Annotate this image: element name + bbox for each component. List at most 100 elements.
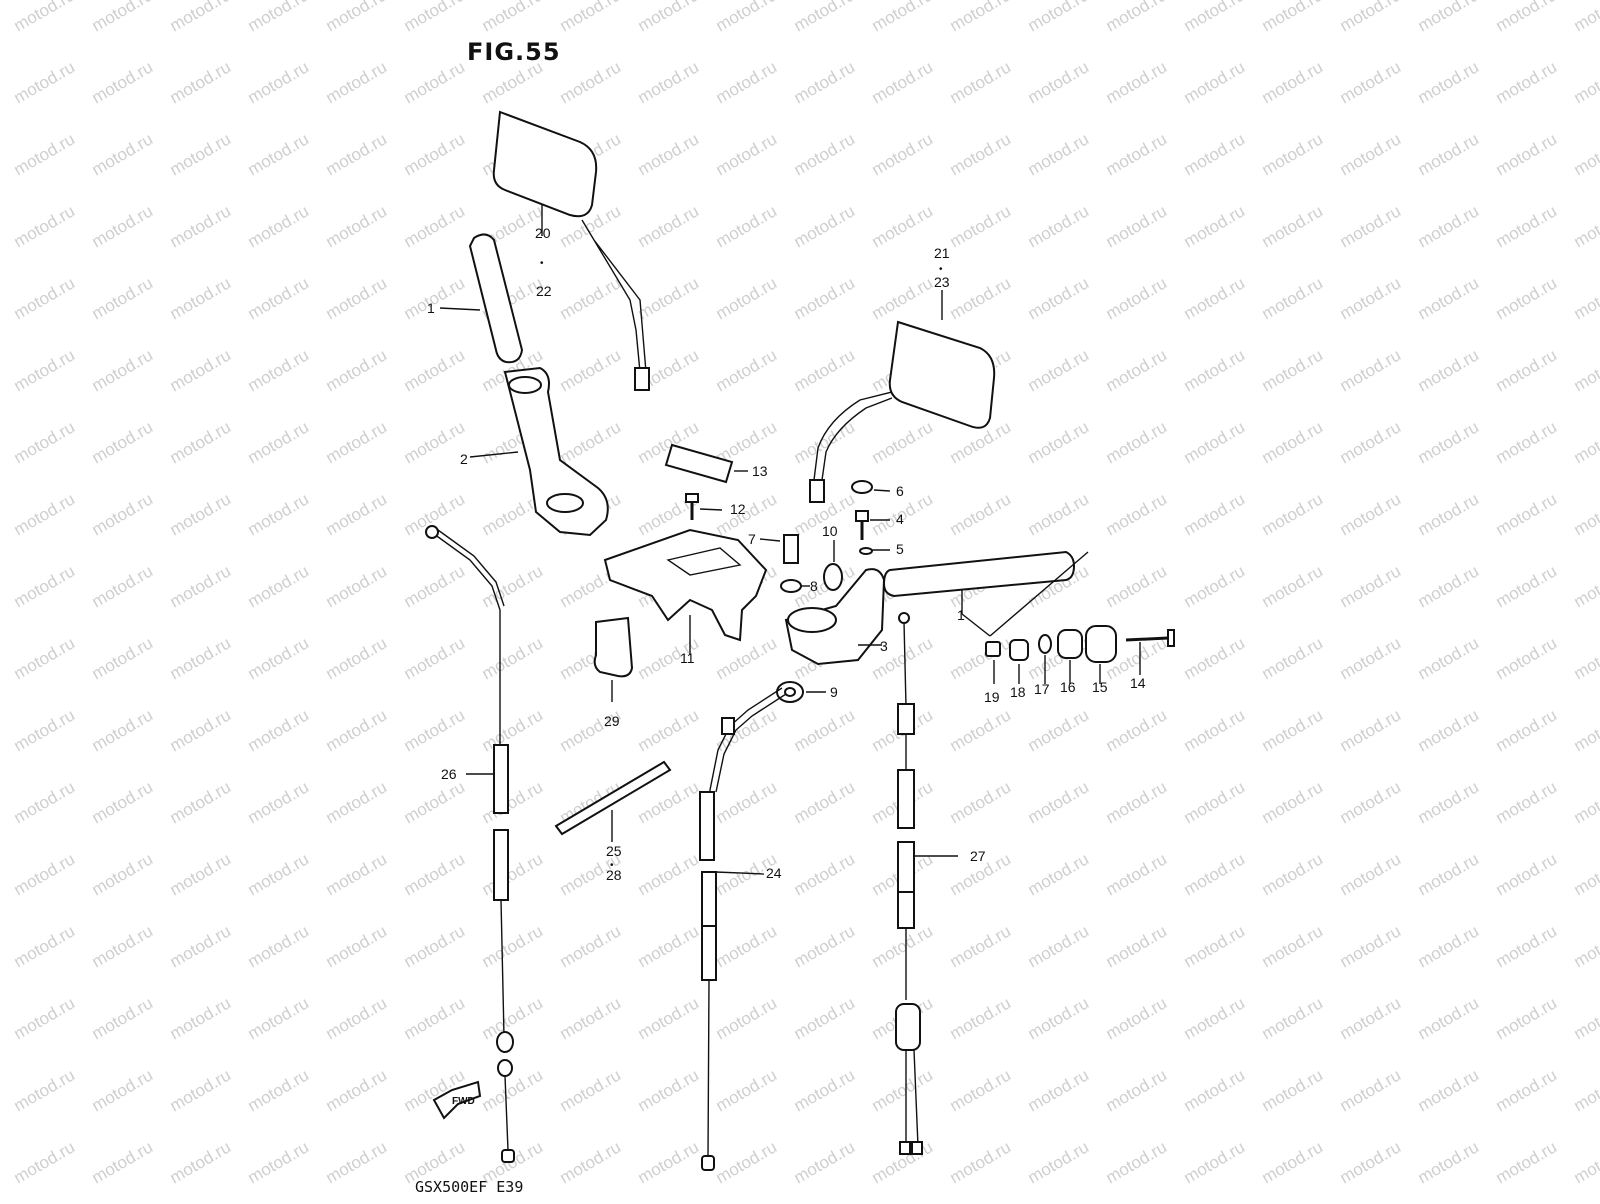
callout-6: 6 — [896, 483, 904, 499]
watermark-text: motod.ru — [89, 1065, 157, 1115]
watermark-text: motod.ru — [791, 0, 859, 35]
callout-26: 26 — [441, 766, 457, 782]
watermark-text: motod.ru — [323, 417, 391, 467]
callout-29: 29 — [604, 713, 620, 729]
watermark-text: motod.ru — [1259, 489, 1327, 539]
watermark-text: motod.ru — [1571, 777, 1600, 827]
watermark-text: motod.ru — [1259, 921, 1327, 971]
watermark-text: motod.ru — [1493, 417, 1561, 467]
watermark-text: motod.ru — [1493, 0, 1561, 35]
watermark-text: motod.ru — [89, 201, 157, 251]
watermark-text: motod.ru — [557, 993, 625, 1043]
watermark-text: motod.ru — [11, 489, 79, 539]
callout-2: 2 — [460, 451, 468, 467]
watermark-text: motod.ru — [11, 0, 79, 35]
svg-text:•: • — [610, 860, 614, 871]
watermark-text: motod.ru — [713, 1137, 781, 1187]
bolt-12 — [686, 494, 722, 520]
watermark-text: motod.ru — [11, 921, 79, 971]
watermark-text: motod.ru — [1025, 201, 1093, 251]
watermark-text: motod.ru — [479, 633, 547, 683]
watermark-text: motod.ru — [89, 57, 157, 107]
watermark-text: motod.ru — [1415, 705, 1483, 755]
right-mirror — [810, 290, 994, 502]
watermark-text: motod.ru — [1415, 273, 1483, 323]
watermark-text: motod.ru — [1025, 1065, 1093, 1115]
watermark-text: motod.ru — [1337, 705, 1405, 755]
watermark-text: motod.ru — [1259, 705, 1327, 755]
watermark-text: motod.ru — [1415, 849, 1483, 899]
watermark-text: motod.ru — [1493, 1137, 1561, 1187]
watermark-text: motod.ru — [1415, 1065, 1483, 1115]
watermark-text: motod.ru — [401, 0, 469, 35]
watermark-text: motod.ru — [1025, 921, 1093, 971]
watermark-text: motod.ru — [791, 1137, 859, 1187]
watermark-text: motod.ru — [713, 993, 781, 1043]
watermark-text: motod.ru — [1571, 417, 1600, 467]
watermark-text: motod.ru — [1337, 345, 1405, 395]
watermark-text: motod.ru — [1415, 993, 1483, 1043]
watermark-text: motod.ru — [869, 129, 937, 179]
watermark-text: motod.ru — [947, 129, 1015, 179]
watermark-text: motod.ru — [1415, 633, 1483, 683]
watermark-text: motod.ru — [1103, 129, 1171, 179]
watermark-text: motod.ru — [1259, 849, 1327, 899]
watermark-text: motod.ru — [1493, 993, 1561, 1043]
watermark-text: motod.ru — [1337, 777, 1405, 827]
watermark-text: motod.ru — [1415, 57, 1483, 107]
watermark-text: motod.ru — [401, 849, 469, 899]
watermark-text: motod.ru — [401, 201, 469, 251]
watermark-text: motod.ru — [89, 705, 157, 755]
watermark-text: motod.ru — [635, 993, 703, 1043]
watermark-text: motod.ru — [11, 633, 79, 683]
watermark-text: motod.ru — [635, 129, 703, 179]
cable-26 — [426, 526, 514, 1162]
watermark-text: motod.ru — [791, 777, 859, 827]
watermark-text: motod.ru — [167, 273, 235, 323]
watermark-text: motod.ru — [557, 57, 625, 107]
watermark-text: motod.ru — [245, 921, 313, 971]
watermark-text: motod.ru — [1103, 993, 1171, 1043]
watermark-text: motod.ru — [791, 993, 859, 1043]
callout-4: 4 — [896, 511, 904, 527]
watermark-text: motod.ru — [1259, 201, 1327, 251]
watermark-text: motod.ru — [947, 201, 1015, 251]
watermark-text: motod.ru — [713, 201, 781, 251]
watermark-text: motod.ru — [479, 0, 547, 35]
watermark-text: motod.ru — [869, 57, 937, 107]
watermark-text: motod.ru — [323, 705, 391, 755]
watermark-text: motod.ru — [1181, 1137, 1249, 1187]
watermark-text: motod.ru — [1415, 1137, 1483, 1187]
callout-22: 22 — [536, 283, 552, 299]
watermark-text: motod.ru — [479, 921, 547, 971]
watermark-text: motod.ru — [401, 57, 469, 107]
watermark-text: motod.ru — [323, 0, 391, 35]
watermark-text: motod.ru — [635, 1137, 703, 1187]
watermark-text: motod.ru — [1025, 273, 1093, 323]
watermark-text: motod.ru — [1571, 273, 1600, 323]
watermark-text: motod.ru — [713, 345, 781, 395]
watermark-text: motod.ru — [1493, 849, 1561, 899]
watermark-text: motod.ru — [89, 777, 157, 827]
callout-12: 12 — [730, 501, 746, 517]
watermark-text: motod.ru — [1103, 921, 1171, 971]
watermark-text: motod.ru — [557, 1137, 625, 1187]
watermark-text: motod.ru — [557, 417, 625, 467]
watermark-text: motod.ru — [401, 921, 469, 971]
watermark-text: motod.ru — [557, 921, 625, 971]
watermark-text: motod.ru — [1337, 633, 1405, 683]
watermark-text: motod.ru — [167, 57, 235, 107]
watermark-text: motod.ru — [245, 561, 313, 611]
watermark-text: motod.ru — [947, 1137, 1015, 1187]
watermark-text: motod.ru — [11, 1137, 79, 1187]
watermark-text: motod.ru — [11, 1065, 79, 1115]
watermark-text: motod.ru — [401, 345, 469, 395]
watermark-text: motod.ru — [1181, 705, 1249, 755]
watermark-text: motod.ru — [89, 921, 157, 971]
watermark-text: motod.ru — [557, 0, 625, 35]
watermark-text: motod.ru — [167, 1137, 235, 1187]
watermark-text: motod.ru — [167, 993, 235, 1043]
callout-3: 3 — [880, 638, 888, 654]
watermark-text: motod.ru — [167, 417, 235, 467]
